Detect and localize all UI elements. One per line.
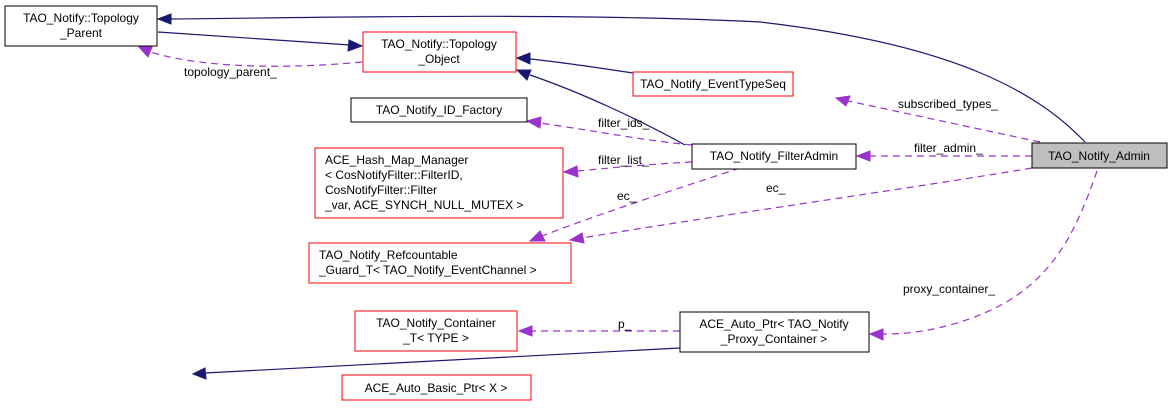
node-refcountable-guard[interactable]: TAO_Notify_Refcountable _Guard_T< TAO_No… [308,242,572,284]
edge-filter-list [577,161,693,172]
arrowhead-topology-object [347,39,364,52]
node-label-line: _Proxy_Container > [720,332,827,346]
node-label-line: ACE_Auto_Ptr< TAO_Notify [699,317,848,331]
edge-label-filter-admin: filter_admin_ [914,141,983,155]
arrowhead-subscribed-types [834,95,851,107]
node-label-line: _var, ACE_SYNCH_NULL_MUTEX > [324,198,523,212]
node-id-factory[interactable]: TAO_Notify_ID_Factory [350,97,528,123]
edge-ec-from-admin [581,167,1033,239]
node-label-line: _T< TYPE > [402,331,469,345]
node-label-line: _Parent [59,26,103,40]
node-label-line: TAO_Notify_Container [376,316,496,330]
edge-label-filter-ids: filter_ids_ [598,116,650,130]
arrowhead-filter-admin [855,150,871,162]
node-label-line: _Guard_T< TAO_Notify_EventChannel > [318,263,537,277]
node-filter-admin[interactable]: TAO_Notify_FilterAdmin [691,143,857,170]
node-notify-admin[interactable]: TAO_Notify_Admin [1031,142,1168,169]
node-label-line: < CosNotifyFilter::FilterID, [325,168,463,182]
node-auto-ptr[interactable]: ACE_Auto_Ptr< TAO_Notify _Proxy_Containe… [679,311,870,353]
node-label-line: TAO_Notify_ID_Factory [376,103,502,117]
edge-label-ec-filter-admin: ec_ [617,189,637,203]
edge-label-p: p_ [618,317,632,331]
arrowhead-filter-list [562,165,579,178]
node-topology-parent[interactable]: TAO_Notify::Topology _Parent [4,5,158,47]
arrowhead-ec-from-filter-admin [528,230,546,242]
node-label-line: _Object [417,52,460,66]
edge-label-filter-list: filter_list_ [598,153,649,167]
node-label-line: TAO_Notify_Admin [1048,149,1150,163]
node-label-line: TAO_Notify_EventTypeSeq [640,77,786,91]
node-label-line: TAO_Notify_FilterAdmin [710,149,838,163]
edge-label-subscribed-types: subscribed_types_ [898,97,998,111]
edge-label-proxy-container: proxy_container_ [903,282,995,296]
edge-admin-to-topology-parent [169,15,1086,143]
arrowhead-proxy-container [868,328,884,341]
node-label-line: ACE_Auto_Basic_Ptr< X > [365,381,508,395]
edge-eventtypeseq-to-topology-object [529,58,634,74]
node-label-line: TAO_Notify_Refcountable [319,248,458,262]
arrowhead-eventtypeseq-topology-object [515,52,531,65]
node-event-type-seq[interactable]: TAO_Notify_EventTypeSeq [632,71,794,97]
node-label-line: CosNotifyFilter::Filter [325,183,437,197]
node-topology-object[interactable]: TAO_Notify::Topology _Object [362,31,517,73]
edge-label-topology-parent: topology_parent_ [184,65,277,79]
edge-filteradmin-to-topology-object [529,74,686,146]
arrowhead-topology-parent-top [156,13,172,25]
edge-subscribed-types [847,100,1041,143]
edge-autoptr-to-autobasicptr [204,347,681,374]
edge-topology-parent-usage [149,51,363,67]
edge-topology-object-to-topology-parent [157,31,351,46]
node-container-t[interactable]: TAO_Notify_Container _T< TYPE > [354,310,518,352]
edge-ec-from-filter-admin [541,167,741,237]
edge-filter-ids [539,122,693,146]
arrowhead-p [517,325,533,337]
arrowhead-autobasicptr [191,367,207,380]
arrowhead-filter-ids [525,116,542,129]
node-label-line: ACE_Hash_Map_Manager [325,153,468,167]
node-label-line: TAO_Notify::Topology [381,37,497,51]
node-label-line: TAO_Notify::Topology [23,11,139,25]
edge-label-ec-admin: ec_ [766,181,786,195]
arrowhead-ec-from-admin [568,232,585,244]
node-auto-basic-ptr[interactable]: ACE_Auto_Basic_Ptr< X > [341,374,532,401]
edge-proxy-container [882,170,1098,335]
node-hash-map-manager[interactable]: ACE_Hash_Map_Manager < CosNotifyFilter::… [314,147,564,219]
arrowhead-filteradmin-topology-object [515,69,532,81]
arrowhead-topology-parent-usage [136,45,153,58]
